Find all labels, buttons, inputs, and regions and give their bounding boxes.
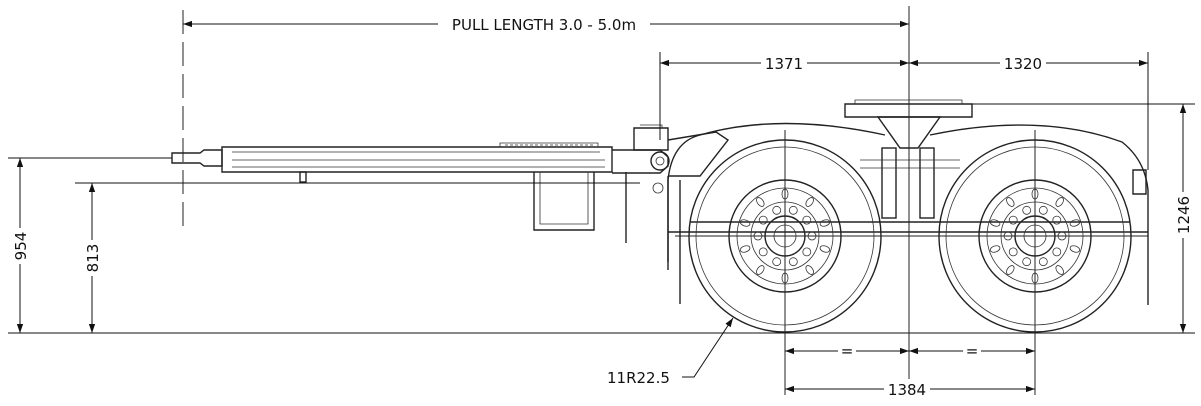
wheel-stud [1022, 205, 1032, 215]
wheel-hand-hole [756, 197, 765, 207]
wheel-stud [772, 257, 782, 267]
wheel-stud [758, 247, 768, 257]
wheel-hand-hole [989, 219, 1001, 227]
equal-right-label: = [966, 342, 979, 360]
wheel-stud [788, 257, 798, 267]
pull-length-dimension: PULL LENGTH 3.0 - 5.0m [183, 14, 909, 34]
equal-spacing-dimension: = = [785, 342, 1035, 360]
wheel-stud [1008, 247, 1018, 257]
wheel-hand-hole [1055, 265, 1064, 275]
kingpin-to-rear-dimension: 1320 [909, 53, 1148, 73]
wheel-hand-hole [805, 265, 814, 275]
wheel-stud [1038, 257, 1048, 267]
wheel-stud [772, 205, 782, 215]
wheel-stud [802, 215, 812, 225]
wheel-stud [1038, 205, 1048, 215]
front-fender [667, 122, 886, 262]
kingpin-to-front-label: 1371 [765, 55, 803, 73]
wheel-stud [1008, 215, 1018, 225]
height-1246-dimension: 1246 [1173, 104, 1193, 333]
wheel-stud [1022, 257, 1032, 267]
wheel-hand-hole [1055, 197, 1064, 207]
equal-left-label: = [841, 342, 854, 360]
wheel-hand-hole [739, 245, 751, 253]
height-813-label: 813 [84, 244, 102, 273]
wheel-hand-hole [819, 245, 831, 253]
drawbar [171, 124, 730, 270]
height-1246-label: 1246 [1175, 196, 1193, 234]
wheel-hand-hole [1006, 197, 1015, 207]
chassis-frame [668, 147, 1148, 233]
pull-length-label: PULL LENGTH 3.0 - 5.0m [452, 16, 636, 34]
wheel-hand-hole [819, 219, 831, 227]
wheel-stud [1052, 247, 1062, 257]
wheel-hand-hole [1069, 245, 1081, 253]
wheel-stud [788, 205, 798, 215]
axle-spread-label: 1384 [888, 381, 926, 399]
wheel-hand-hole [739, 219, 751, 227]
wheel-hand-hole [989, 245, 1001, 253]
wheel-stud [1052, 215, 1062, 225]
height-954-label: 954 [12, 232, 30, 261]
wheel-hand-hole [756, 265, 765, 275]
axle-spread-dimension: 1384 [785, 379, 1035, 399]
wheel-hand-hole [1006, 265, 1015, 275]
wheel-hand-hole [1069, 219, 1081, 227]
wheel-stud [758, 215, 768, 225]
rear-fender [929, 124, 1149, 305]
height-954-dimension: 954 [10, 158, 30, 333]
tyre-size-callout: 11R22.5 [607, 317, 734, 387]
wheel-hand-hole [805, 197, 814, 207]
wheel-stud [802, 247, 812, 257]
tyre-size-label: 11R22.5 [607, 369, 670, 387]
height-813-dimension: 813 [82, 183, 102, 333]
kingpin-to-rear-label: 1320 [1004, 55, 1042, 73]
kingpin-to-front-dimension: 1371 [660, 53, 909, 73]
